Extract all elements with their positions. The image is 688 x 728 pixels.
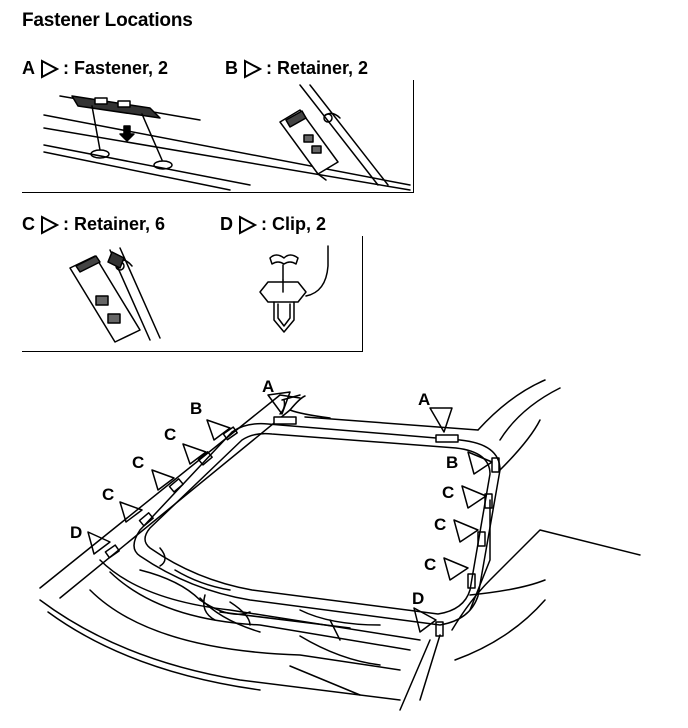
callout-a-left: A xyxy=(262,377,274,396)
rear-window-diagram xyxy=(39,379,641,711)
callout-c-left-3: C xyxy=(102,485,114,504)
detail-panel-top xyxy=(22,80,414,193)
callout-c-left-1: C xyxy=(164,425,176,444)
callout-c-right-3: C xyxy=(424,555,436,574)
triangle-pointer-icon xyxy=(41,58,59,79)
callout-a-right: A xyxy=(418,390,430,409)
callout-b-right: B xyxy=(446,453,458,472)
legend-text-d: : Clip, 2 xyxy=(261,214,327,234)
detail-panel-bottom xyxy=(22,236,363,352)
callout-c-left-2: C xyxy=(132,453,144,472)
callout-c-right-1: C xyxy=(442,483,454,502)
callout-d-right: D xyxy=(412,589,424,608)
legend-text-c: : Retainer, 6 xyxy=(63,214,166,234)
legend-letter-c: C xyxy=(22,214,35,234)
triangle-pointer-icon xyxy=(244,58,262,79)
legend-letter-b: B xyxy=(225,58,238,78)
page-title: Fastener Locations xyxy=(22,10,193,31)
legend-letter-a: A xyxy=(22,58,35,78)
legend-letter-d: D xyxy=(220,214,233,234)
legend-text-b: : Retainer, 2 xyxy=(266,58,369,78)
triangle-pointer-icon xyxy=(239,214,257,235)
callout-b-left: B xyxy=(190,399,202,418)
retainer-detail-c-illustration xyxy=(69,247,161,343)
triangle-pointer-icon xyxy=(41,214,59,235)
legend-retainer-b: B : Retainer, 2 xyxy=(225,58,368,79)
retainer-detail-b-illustration xyxy=(279,84,389,186)
fastener-detail-illustration xyxy=(43,95,411,191)
callout-d-left: D xyxy=(70,523,82,542)
legend-text-a: : Fastener, 2 xyxy=(63,58,169,78)
legend-clip: D : Clip, 2 xyxy=(220,214,326,235)
legend-fastener: A : Fastener, 2 xyxy=(22,58,168,79)
clip-detail-illustration xyxy=(259,245,329,333)
legend-retainer-c: C : Retainer, 6 xyxy=(22,214,165,235)
callout-c-right-2: C xyxy=(434,515,446,534)
